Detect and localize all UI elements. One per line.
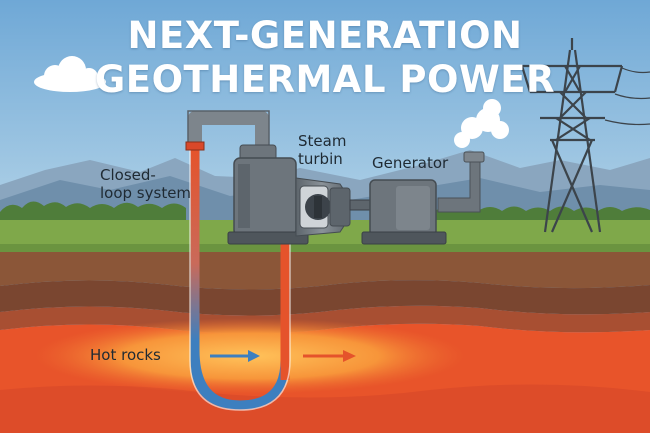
closed-loop-label-line2: loop system — [100, 184, 192, 202]
tree-line — [0, 201, 186, 222]
top-pipe — [188, 111, 269, 150]
hot-rocks-label: Hot rocks — [90, 346, 161, 364]
title-line-1: NEXT-GENERATION — [127, 14, 523, 57]
closed-loop-label: Closed- loop system — [100, 166, 191, 202]
steam-cloud — [454, 99, 509, 148]
generator-label: Generator — [372, 154, 449, 172]
steam-turbine-label: Steam turbin — [298, 132, 346, 168]
hot-flow-arrow — [303, 350, 356, 362]
closed-loop-label-line1: Closed- — [100, 166, 156, 184]
cold-flow-arrow — [210, 350, 260, 362]
title-line-2: GEOTHERMAL POWER — [94, 58, 556, 101]
steam-turbine-label-line2: turbin — [298, 150, 343, 168]
power-lines — [604, 67, 650, 126]
transmission-tower — [520, 38, 624, 233]
generator-unit — [361, 179, 447, 245]
soil-layer-2 — [0, 280, 650, 316]
cloud — [34, 56, 106, 92]
soil-layer-1 — [0, 252, 650, 290]
steam-turbine-label-line1: Steam — [298, 132, 347, 150]
